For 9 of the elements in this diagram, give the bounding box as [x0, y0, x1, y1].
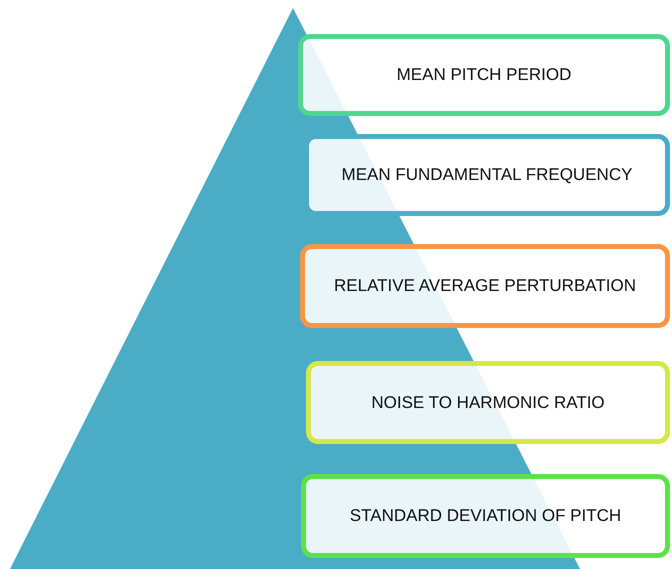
box-label: MEAN PITCH PERIOD [396, 65, 572, 85]
label-box [301, 474, 670, 558]
box-label: RELATIVE AVERAGE PERTURBATION [334, 276, 636, 296]
label-box [306, 361, 670, 444]
label-box [298, 34, 670, 116]
box-label: NOISE TO HARMONIC RATIO [371, 392, 605, 412]
box-label: STANDARD DEVIATION OF PITCH [350, 506, 622, 526]
box-label: MEAN FUNDAMENTAL FREQUENCY [342, 165, 632, 185]
label-box [300, 244, 670, 328]
